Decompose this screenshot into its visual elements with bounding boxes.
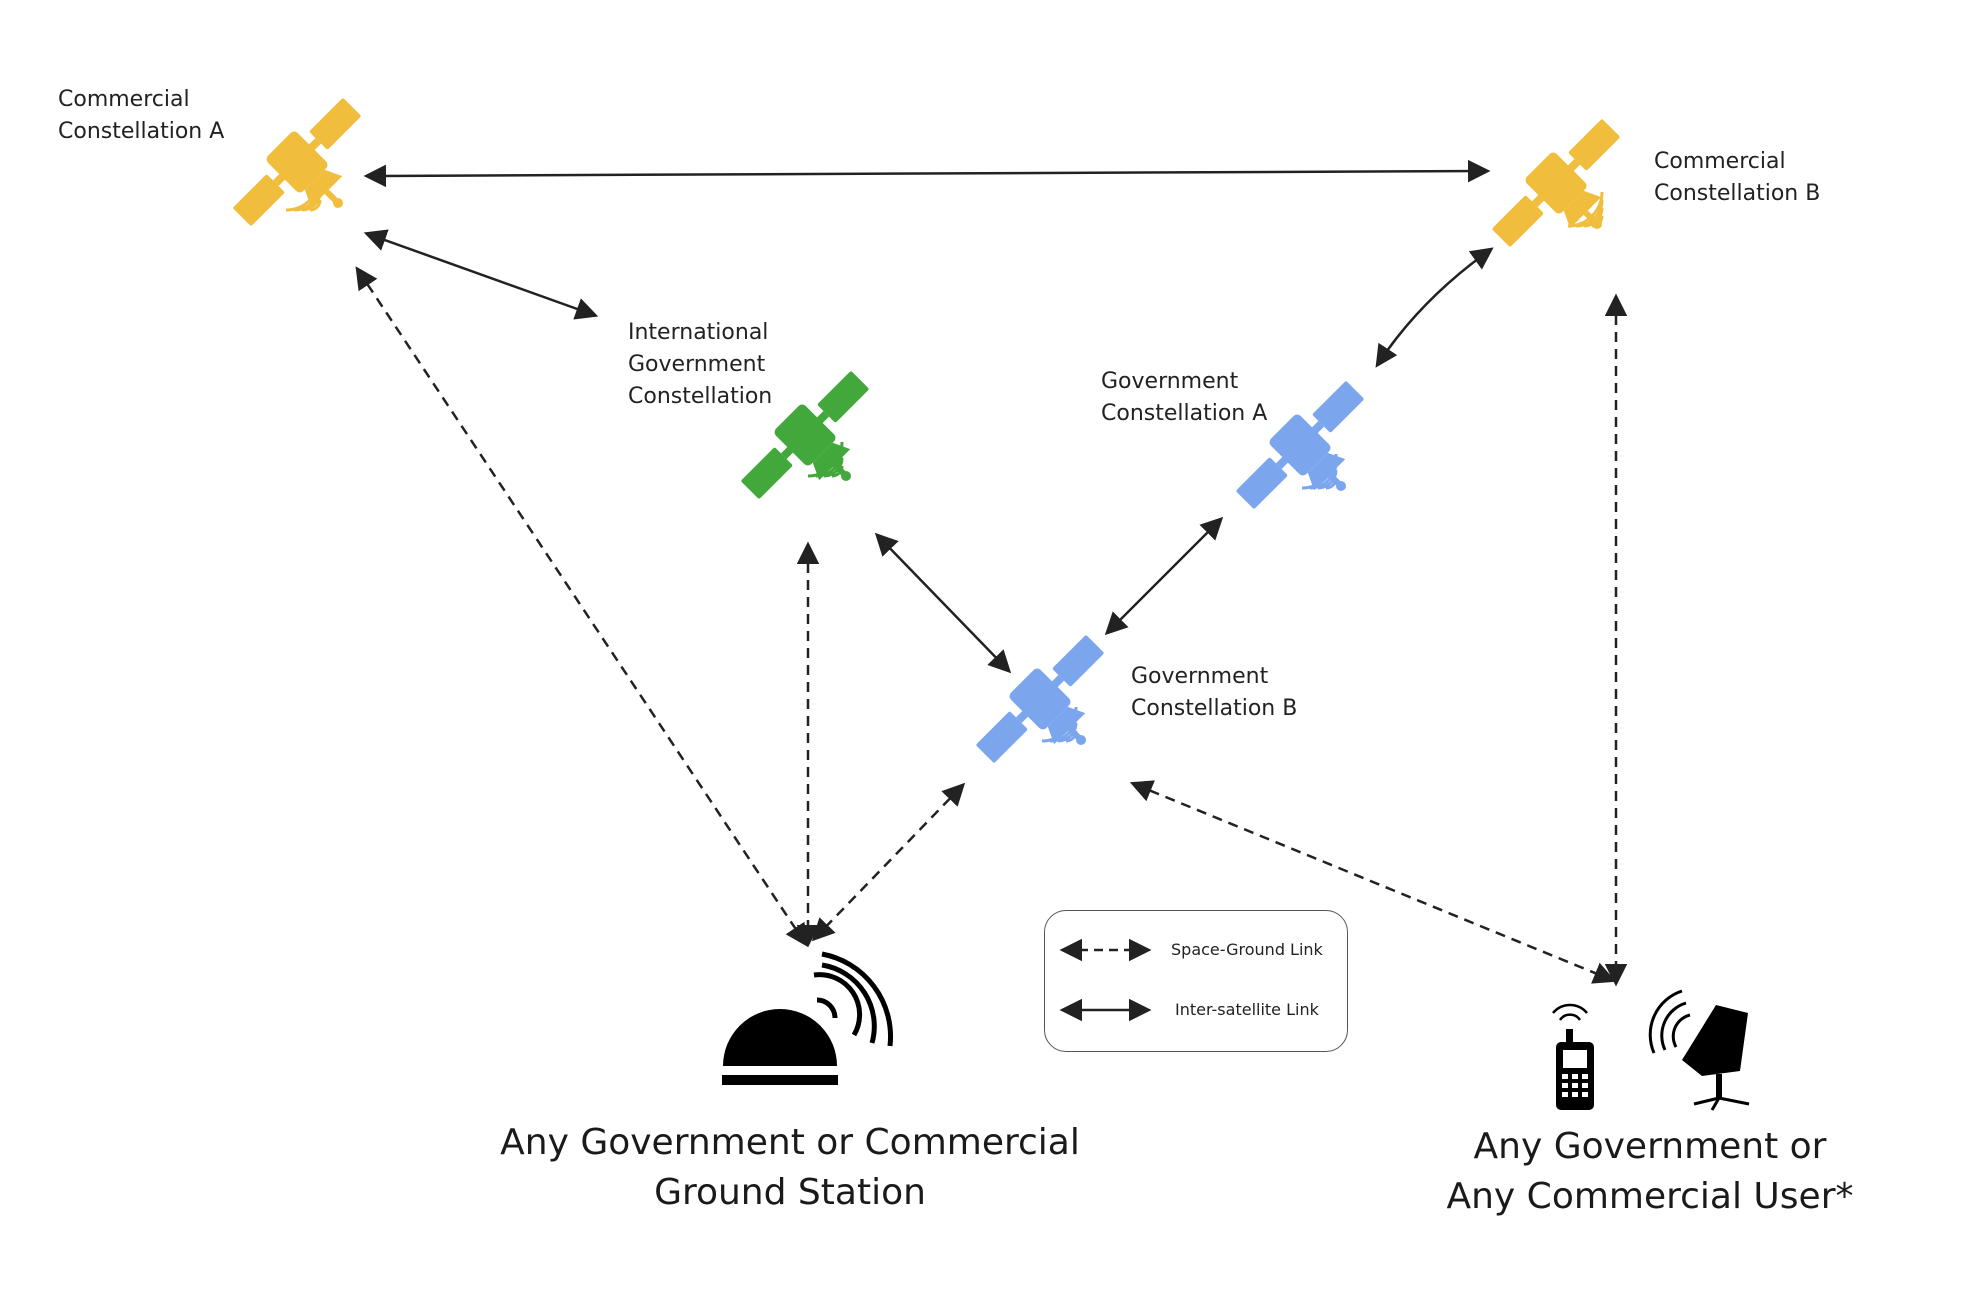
label-international-government-constellation: International Government Constellation — [628, 320, 773, 409]
satellite-phone-icon — [1552, 1003, 1594, 1110]
satellite-icon-commercial-b — [1483, 110, 1656, 283]
legend-inter-satellite-label: Inter-satellite Link — [1175, 1000, 1319, 1019]
sgl-government-b-to-user — [1129, 780, 1617, 984]
label-government-constellation-b: Government Constellation B — [1131, 664, 1298, 721]
isl-commercial-a-to-commercial-b — [363, 159, 1491, 188]
sgl-government-b-to-ground-station — [811, 782, 966, 942]
ground-station-dome-icon — [722, 951, 894, 1085]
label-commercial-constellation-a: Commercial Constellation A — [58, 87, 225, 144]
label-ground-station: Any Government or Commercial Ground Stat… — [500, 1122, 1080, 1213]
isl-commercial-a-to-international — [363, 229, 599, 320]
legend-box — [1044, 910, 1348, 1052]
flat-panel-terminal-icon — [1648, 989, 1750, 1111]
isl-government-a-to-government-b — [1104, 516, 1224, 636]
label-user: Any Government or Any Commercial User* — [1446, 1126, 1854, 1217]
isl-commercial-b-to-government-a — [1375, 247, 1494, 368]
isl-international-to-government-b — [874, 532, 1012, 674]
satellite-icon-government-b — [967, 626, 1140, 799]
label-government-constellation-a: Government Constellation A — [1101, 369, 1268, 426]
legend-space-ground-label: Space-Ground Link — [1171, 940, 1323, 959]
label-commercial-constellation-b: Commercial Constellation B — [1654, 149, 1821, 206]
